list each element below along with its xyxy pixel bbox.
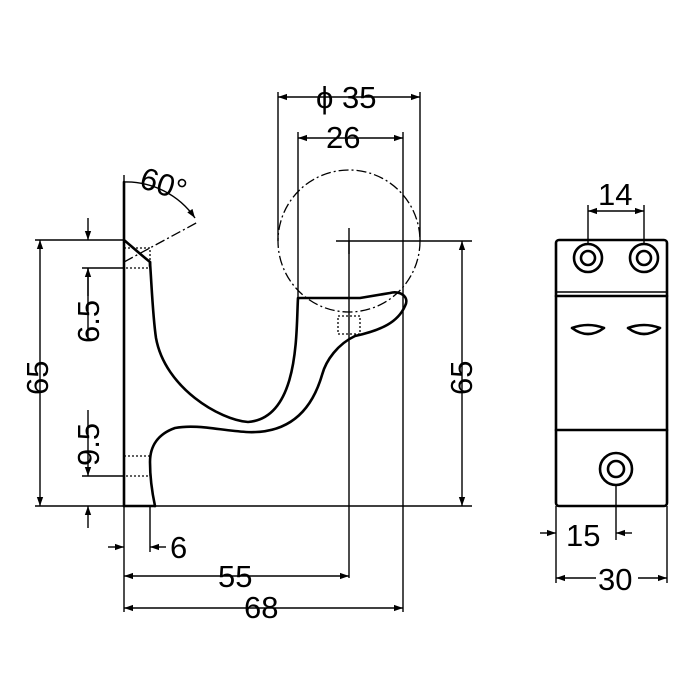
label-65-right: 65	[444, 361, 479, 395]
plate-outline	[554, 238, 669, 508]
label-60deg: 60°	[136, 160, 191, 208]
top-screw-holes	[572, 242, 660, 274]
label-26: 26	[326, 120, 360, 155]
front-view: ϕ 35 26 60° 65 65 6.5 9.5 6 55 68	[20, 80, 479, 625]
upper-hole-hidden	[123, 247, 361, 477]
angle-ref-line	[123, 221, 199, 263]
bottom-hole-outer	[598, 451, 634, 487]
label-14: 14	[598, 177, 632, 212]
slot-left	[570, 323, 606, 336]
bracket-outline	[122, 180, 408, 508]
bottom-hole-inner	[606, 459, 626, 479]
angle-arc	[123, 181, 196, 219]
hole-left-outer	[572, 242, 604, 274]
slot-right	[626, 323, 662, 336]
side-view: 14 15 30	[540, 177, 669, 597]
label-9-5: 9.5	[71, 423, 106, 466]
label-6: 6	[170, 530, 187, 565]
label-phi35: ϕ 35	[316, 80, 376, 115]
hole-right-inner	[635, 249, 653, 267]
label-55: 55	[218, 559, 252, 594]
label-68: 68	[244, 590, 278, 625]
hole-right-outer	[628, 242, 660, 274]
label-30: 30	[598, 562, 632, 597]
hole-left-inner	[579, 249, 597, 267]
label-6-5: 6.5	[71, 300, 106, 343]
label-15: 15	[566, 518, 600, 553]
label-65-left: 65	[20, 361, 55, 395]
